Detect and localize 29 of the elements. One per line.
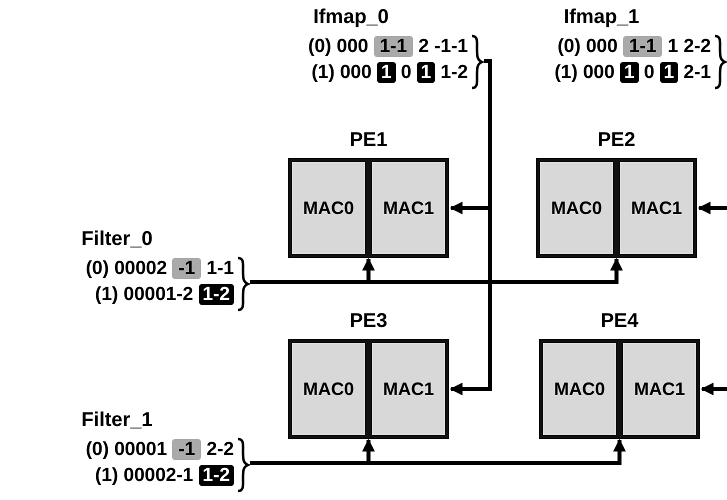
data-sequence: (1) 00002-1 1-2 <box>95 464 234 488</box>
data-heading: Ifmap_0 <box>313 5 389 29</box>
pe-label: PE2 <box>598 128 636 152</box>
data-sequence: (0) 000 1-1 1 2-2 <box>557 35 711 59</box>
data-heading: Ifmap_1 <box>564 5 640 29</box>
arrow <box>698 202 727 214</box>
pe-label: PE1 <box>350 128 388 152</box>
mac-unit: MAC0 <box>536 158 617 258</box>
data-sequence: (1) 000 1 0 1 1-2 <box>311 61 468 85</box>
data-sequence: (0) 00001 -1 2-2 <box>86 438 234 462</box>
mac-unit: MAC1 <box>368 339 449 439</box>
mac-unit: MAC1 <box>368 158 449 258</box>
data-sequence: (0) 00002 -1 1-1 <box>86 257 234 281</box>
mac-unit: MAC0 <box>539 339 620 439</box>
data-heading: Filter_1 <box>81 408 153 432</box>
pe-label: PE3 <box>350 309 388 333</box>
pe-label: PE4 <box>600 309 638 333</box>
mac-unit: MAC0 <box>288 158 369 258</box>
arrow <box>250 438 626 465</box>
arrow <box>250 258 623 284</box>
arrow <box>450 59 492 396</box>
data-sequence: (1) 00001-2 1-2 <box>95 283 234 307</box>
data-heading: Filter_0 <box>81 227 153 251</box>
mac-unit: MAC0 <box>288 339 369 439</box>
data-sequence: (1) 000 1 0 1 2-1 <box>554 61 711 85</box>
data-sequence: (0) 000 1-1 2 -1-1 <box>308 35 468 59</box>
arrow <box>700 382 727 396</box>
mac-unit: MAC1 <box>619 339 700 439</box>
mac-unit: MAC1 <box>616 158 697 258</box>
